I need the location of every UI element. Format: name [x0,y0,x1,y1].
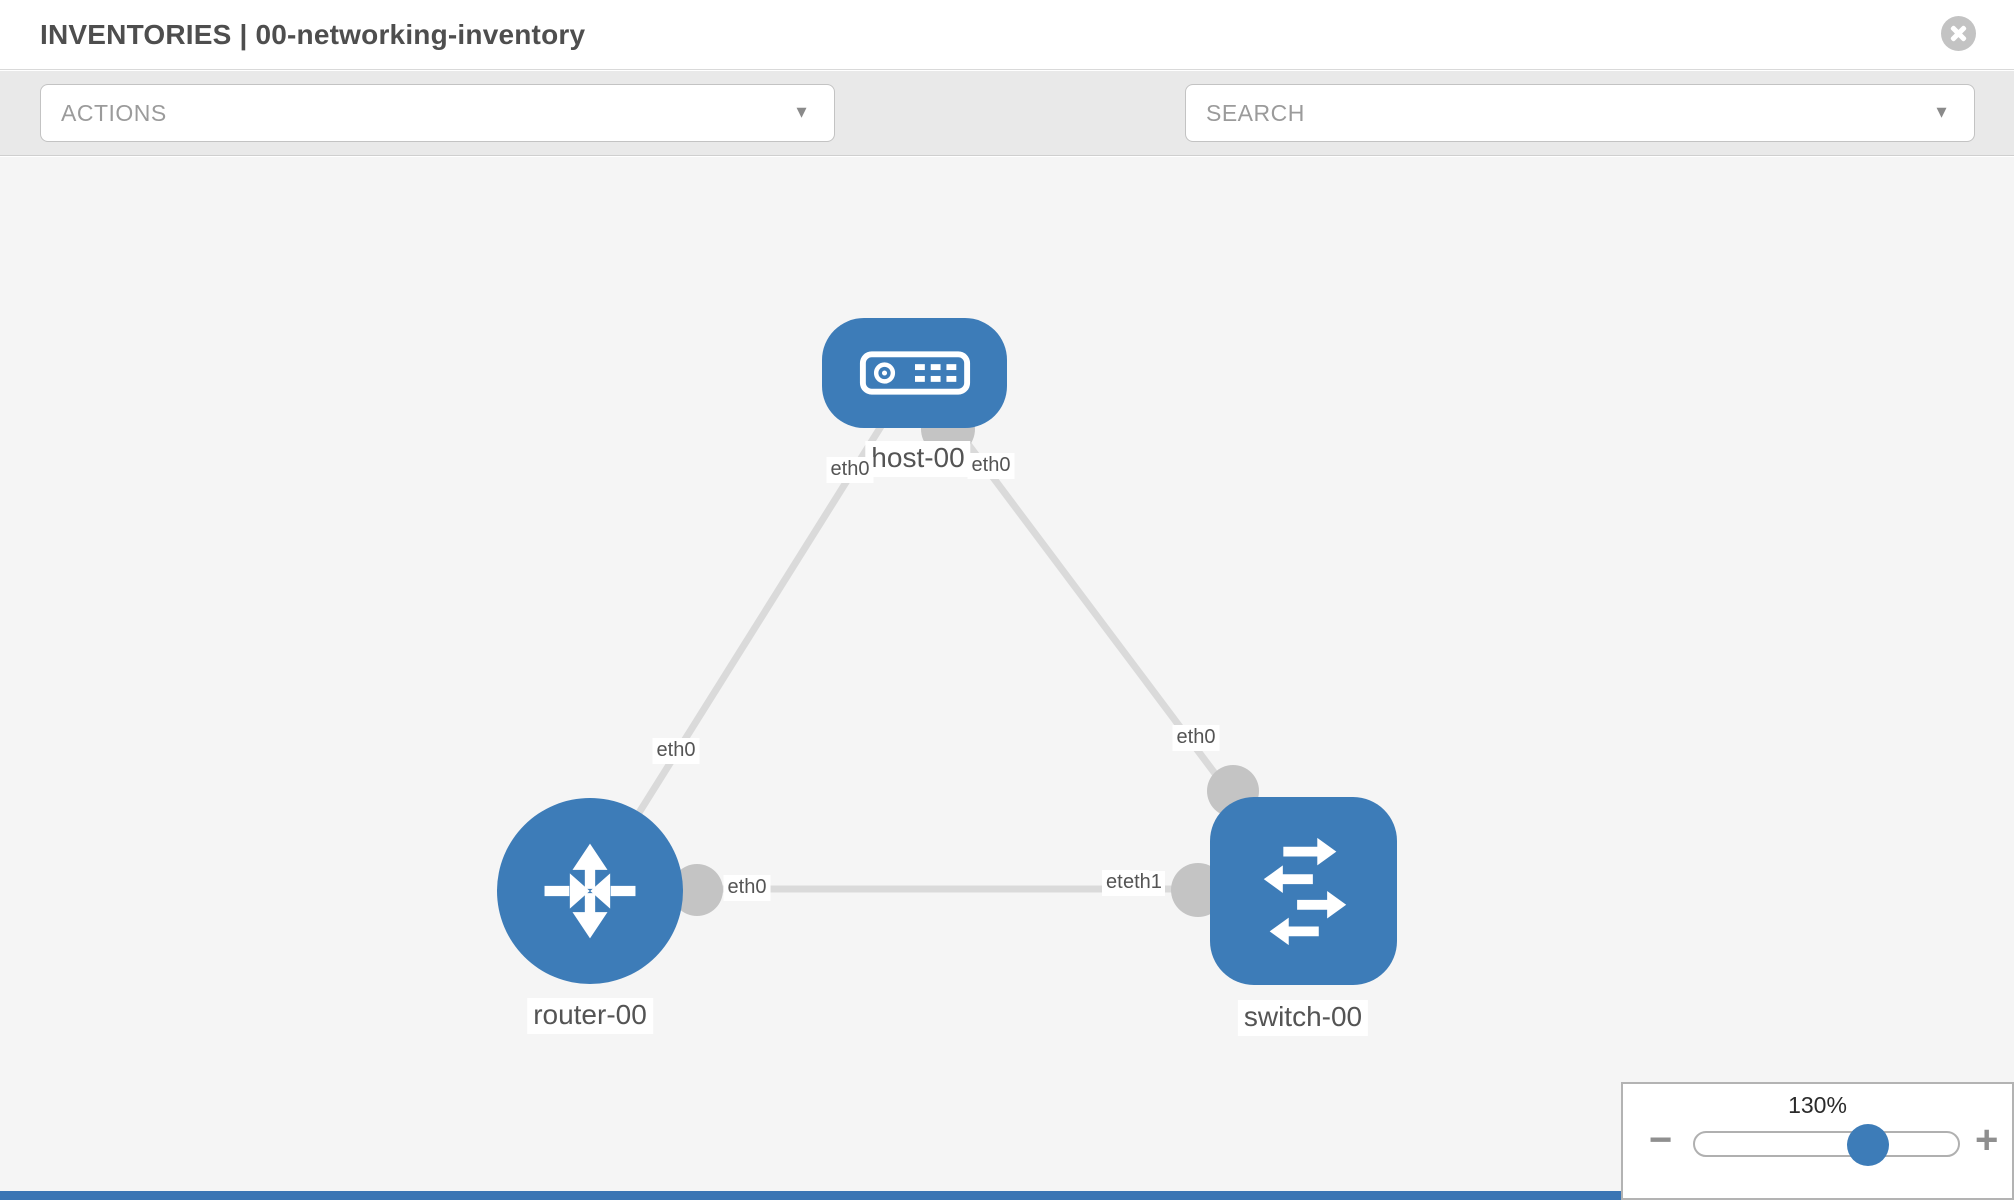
node-label-router: router-00 [527,998,653,1034]
bottom-blue-bar [0,1191,1621,1200]
node-label-host: host-00 [865,441,971,477]
zoom-out-button[interactable]: − [1649,1118,1673,1162]
header-bar: INVENTORIES | 00-networking-inventory [0,0,2014,70]
interface-label: eth0 [1172,725,1220,751]
node-host-00[interactable] [822,318,1007,428]
search-placeholder: SEARCH [1206,99,1305,126]
router-icon [544,843,636,939]
interface-label: eth0 [967,453,1015,479]
interface-label: eth1 [1123,871,1165,896]
interface-label: eth0 [652,738,700,764]
zoom-level-value: 130% [1788,1092,1847,1118]
search-dropdown[interactable]: SEARCH ▼ [1185,84,1975,142]
node-router-00[interactable] [497,798,683,984]
interface-label: eth0 [826,457,874,483]
toolbar: ACTIONS ▼ SEARCH ▼ [0,71,2014,204]
zoom-slider-handle[interactable] [1847,1124,1889,1166]
links-layer [587,402,1306,917]
interface-label: eth0 [723,875,771,901]
host-icon [859,351,970,395]
chevron-down-icon: ▼ [793,102,810,122]
chevron-down-icon: ▼ [1933,102,1950,122]
switch-icon [1263,837,1346,946]
close-icon[interactable] [1941,16,1976,51]
actions-dropdown-label: ACTIONS [61,99,167,126]
zoom-slider-track[interactable] [1693,1124,1960,1166]
node-switch-00[interactable] [1210,797,1397,985]
interface-label-overlapping: eth0 eth1 [1102,870,1165,896]
connector-router-right[interactable] [671,864,723,916]
topology-canvas[interactable]: host-00 router-00 switch-00 eth0 eth0 et… [0,157,2014,1200]
node-label-switch: switch-00 [1237,1000,1369,1036]
zoom-in-button[interactable]: + [1975,1118,1999,1162]
zoom-control-panel: 130% − + [1621,1082,2014,1200]
page-title: INVENTORIES | 00-networking-inventory [40,19,586,50]
actions-dropdown[interactable]: ACTIONS ▼ [40,84,835,142]
